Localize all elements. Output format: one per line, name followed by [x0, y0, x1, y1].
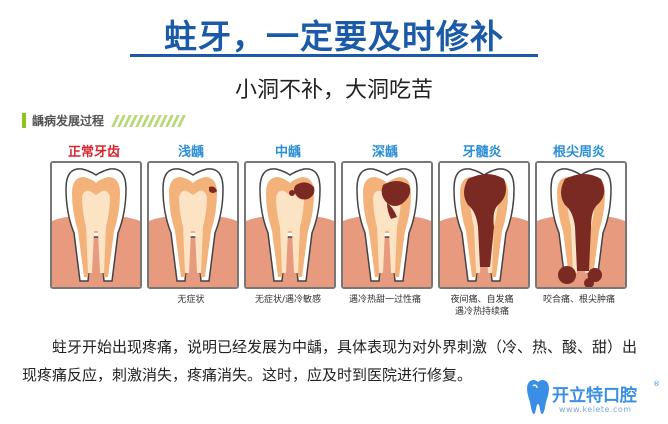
stage-title: 浅龋 — [177, 145, 204, 160]
page-subtitle: 小洞不补，大洞吃苦 — [234, 78, 433, 103]
stage-symptom: 无症状 — [177, 295, 205, 305]
stage-title: 牙髓炎 — [462, 145, 502, 160]
section-bar-icon — [22, 113, 26, 128]
brand-logo: 开立特口腔 ® www.kelete.com — [525, 378, 665, 422]
section-label: 龋病发展过程 — [22, 112, 186, 129]
stage-symptom: 无症状/遇冷敏感 — [254, 295, 322, 305]
tooth-logo-icon — [527, 379, 549, 414]
registered-mark: ® — [653, 380, 660, 388]
body-paragraph: 蛀牙开始出现疼痛，说明已经发展为中龋，具体表现为对外界刺激（冷、热、酸、甜）出现… — [22, 338, 638, 384]
section-title: 龋病发展过程 — [32, 114, 105, 128]
stage-title: 正常牙齿 — [67, 145, 120, 160]
stage-title: 深龋 — [371, 145, 398, 160]
logo-brand-name: 开立特口腔 — [552, 386, 637, 406]
page-title: 蛀牙，一定要及时修补 — [164, 17, 504, 56]
stripes-icon — [111, 114, 186, 127]
tooth-illustration — [244, 161, 336, 289]
title-underline — [130, 54, 538, 57]
tooth-illustration — [147, 161, 239, 289]
tooth-illustration — [50, 161, 142, 289]
stage-title: 中龋 — [274, 145, 301, 160]
tooth-illustration — [535, 161, 627, 289]
stage-symptom: 咬合痛、根尖肿痛 — [542, 295, 615, 305]
stage-symptom: 遇冷热甜一过性痛 — [348, 295, 421, 305]
logo-url: www.kelete.com — [559, 405, 632, 414]
stage-symptom: 夜间痛、自发痛 遇冷热持续痛 — [450, 295, 514, 317]
tooth-illustration — [438, 161, 530, 289]
stage-title: 根尖周炎 — [552, 145, 605, 160]
tooth-illustration — [341, 161, 433, 289]
